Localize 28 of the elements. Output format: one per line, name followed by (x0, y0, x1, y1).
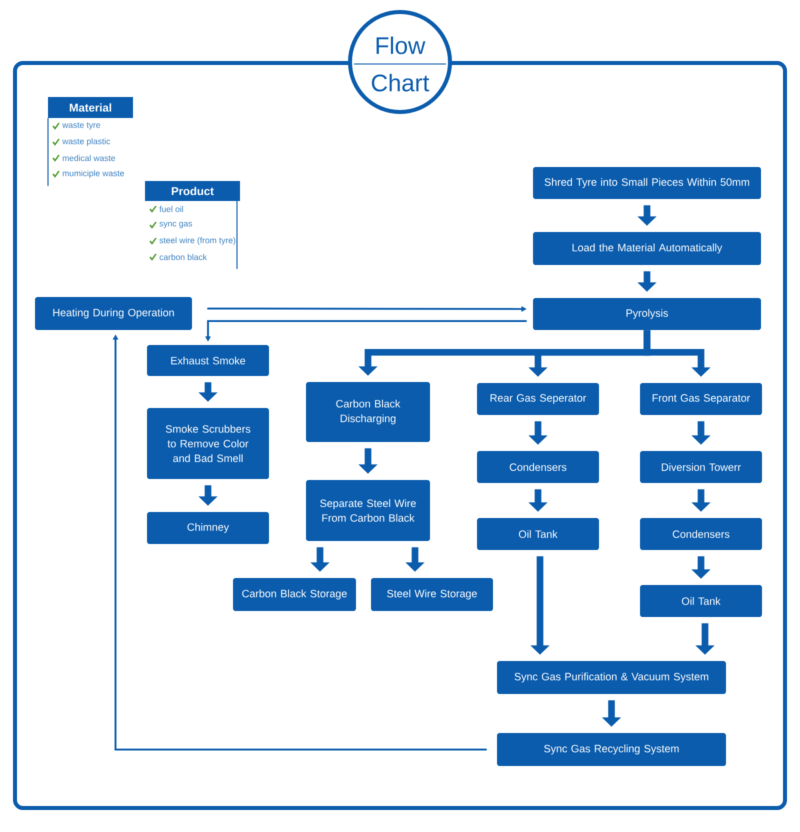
process-box: Diversion Towerr (640, 451, 762, 483)
process-box: Condensers (640, 518, 762, 550)
process-box: Chimney (147, 512, 269, 544)
process-box: Front Gas Separator (640, 383, 762, 415)
process-box: Smoke Scrubbers to Remove Color and Bad Smell (147, 408, 269, 479)
list-item: mumiciple waste (52, 170, 124, 178)
process-box: Sync Gas Purification & Vacuum System (497, 661, 726, 694)
process-box: Separate Steel Wire From Carbon Black (306, 480, 430, 541)
process-box: Rear Gas Seperator (477, 383, 599, 415)
process-box: Load the Material Automatically (533, 232, 761, 265)
process-box: Pyrolysis (533, 298, 761, 330)
process-box: Carbon Black Storage (233, 578, 356, 611)
process-box: Sync Gas Recycling System (497, 733, 726, 766)
process-box: Oil Tank (640, 585, 762, 617)
process-box: Steel Wire Storage (371, 578, 493, 611)
process-box: Heating During Operation (35, 297, 192, 330)
list-item: carbon black (149, 254, 207, 261)
list-item: waste tyre (52, 122, 100, 130)
process-box: Oil Tank (477, 518, 599, 550)
list-item: sync gas (149, 222, 192, 229)
process-box: Shred Tyre into Small Pieces Within 50mm (533, 167, 761, 199)
process-box: Carbon Black Discharging (306, 382, 430, 442)
list-item: medical waste (52, 154, 116, 162)
list-item: waste plastic (52, 138, 110, 146)
process-box: Condensers (477, 451, 599, 483)
list-item: fuel oil (149, 206, 183, 213)
process-box: Exhaust Smoke (147, 345, 269, 376)
list-item: steel wire (from tyre) (149, 237, 236, 245)
